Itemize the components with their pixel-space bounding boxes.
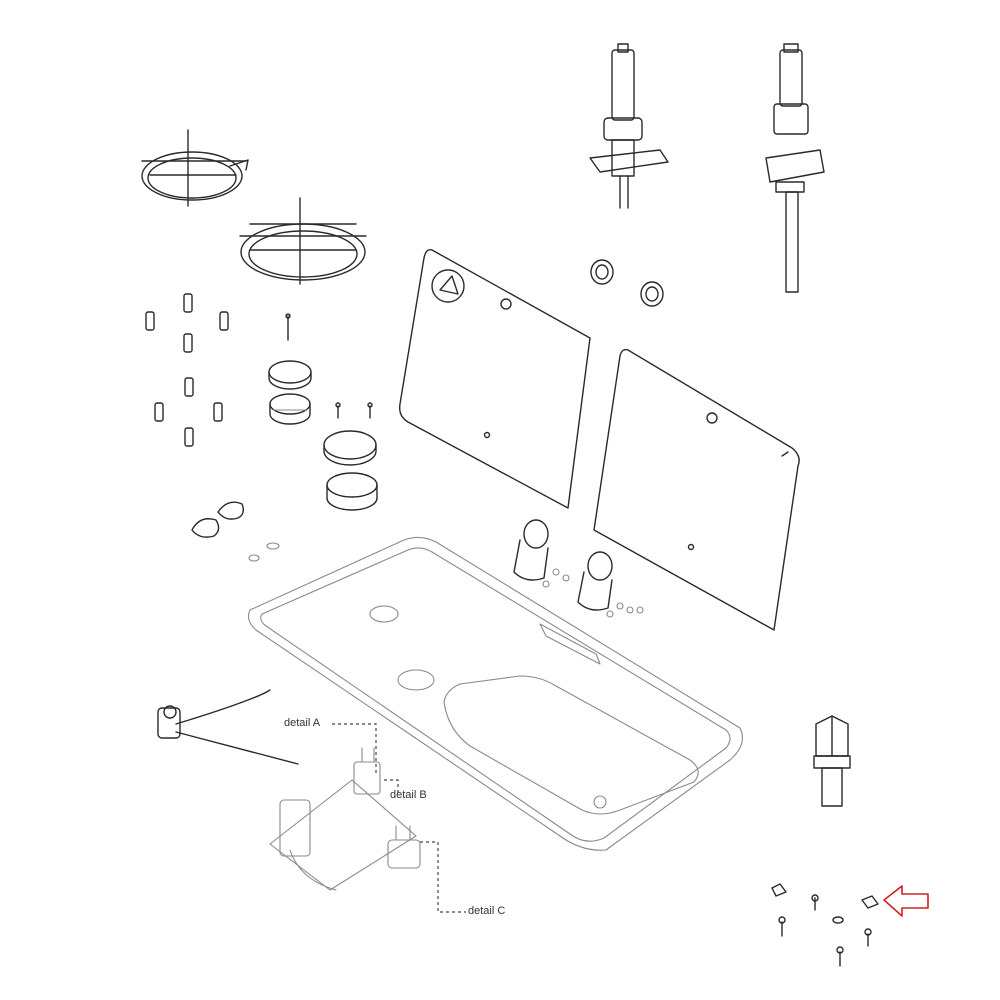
burner-head-small	[269, 393, 311, 425]
valve-seal-rings	[590, 259, 664, 307]
glass-lid-right	[593, 348, 800, 631]
hinge-right	[577, 551, 644, 618]
pan-support-front	[239, 197, 367, 285]
burner-cap-small	[268, 360, 312, 390]
fixing-screws-pair	[335, 402, 373, 419]
gas-tap-valve-2	[765, 43, 825, 293]
leader-detail-a	[332, 723, 377, 776]
hinge-left	[513, 519, 570, 588]
left-arrow-outline-icon	[883, 885, 929, 917]
gas-tap-valve-1	[589, 43, 669, 209]
gas-manifold-assembly	[269, 747, 421, 891]
callout-detail-c: detail C	[468, 905, 506, 917]
small-hardware-kit	[771, 883, 879, 967]
leader-detail-b	[384, 779, 399, 794]
callout-detail-b: detail B	[390, 789, 427, 801]
highlighted-part	[861, 895, 879, 909]
burner-head-large	[326, 472, 378, 511]
electrode-pin	[285, 313, 291, 341]
injector-nipple	[813, 715, 851, 807]
control-knobs	[191, 501, 280, 562]
leader-detail-c	[420, 841, 466, 913]
hob-sink-body	[247, 536, 743, 851]
pan-support-rear	[141, 129, 249, 207]
ignition-lead	[157, 689, 299, 765]
callout-detail-a: detail A	[284, 717, 321, 729]
burner-cap-large	[323, 430, 377, 466]
glass-lid-left	[398, 248, 591, 509]
screw-set-lower	[154, 377, 223, 447]
screw-set-upper	[145, 293, 229, 353]
